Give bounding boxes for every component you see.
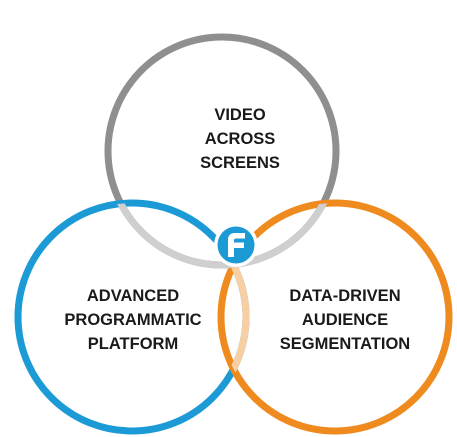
- circle-right: [217, 199, 453, 435]
- label-left-line-3: PLATFORM: [88, 335, 178, 353]
- label-left: ADVANCED PROGRAMMATIC PLATFORM: [64, 287, 201, 353]
- label-right-line-3: SEGMENTATION: [280, 335, 410, 353]
- f-brand-logo-icon: [214, 223, 258, 267]
- label-top-line-1: VIDEO: [214, 106, 266, 124]
- label-left-line-1: ADVANCED: [87, 287, 179, 305]
- label-top-line-3: SCREENS: [200, 154, 280, 172]
- label-top-line-2: ACROSS: [205, 130, 276, 148]
- label-right: DATA-DRIVEN AUDIENCE SEGMENTATION: [280, 287, 410, 353]
- label-top: VIDEO ACROSS SCREENS: [200, 106, 280, 172]
- label-right-line-1: DATA-DRIVEN: [289, 287, 400, 305]
- label-left-line-2: PROGRAMMATIC: [64, 311, 201, 329]
- overlap-top-left: [104, 203, 246, 269]
- overlap-left-right: [221, 203, 250, 431]
- label-right-line-2: AUDIENCE: [302, 311, 388, 329]
